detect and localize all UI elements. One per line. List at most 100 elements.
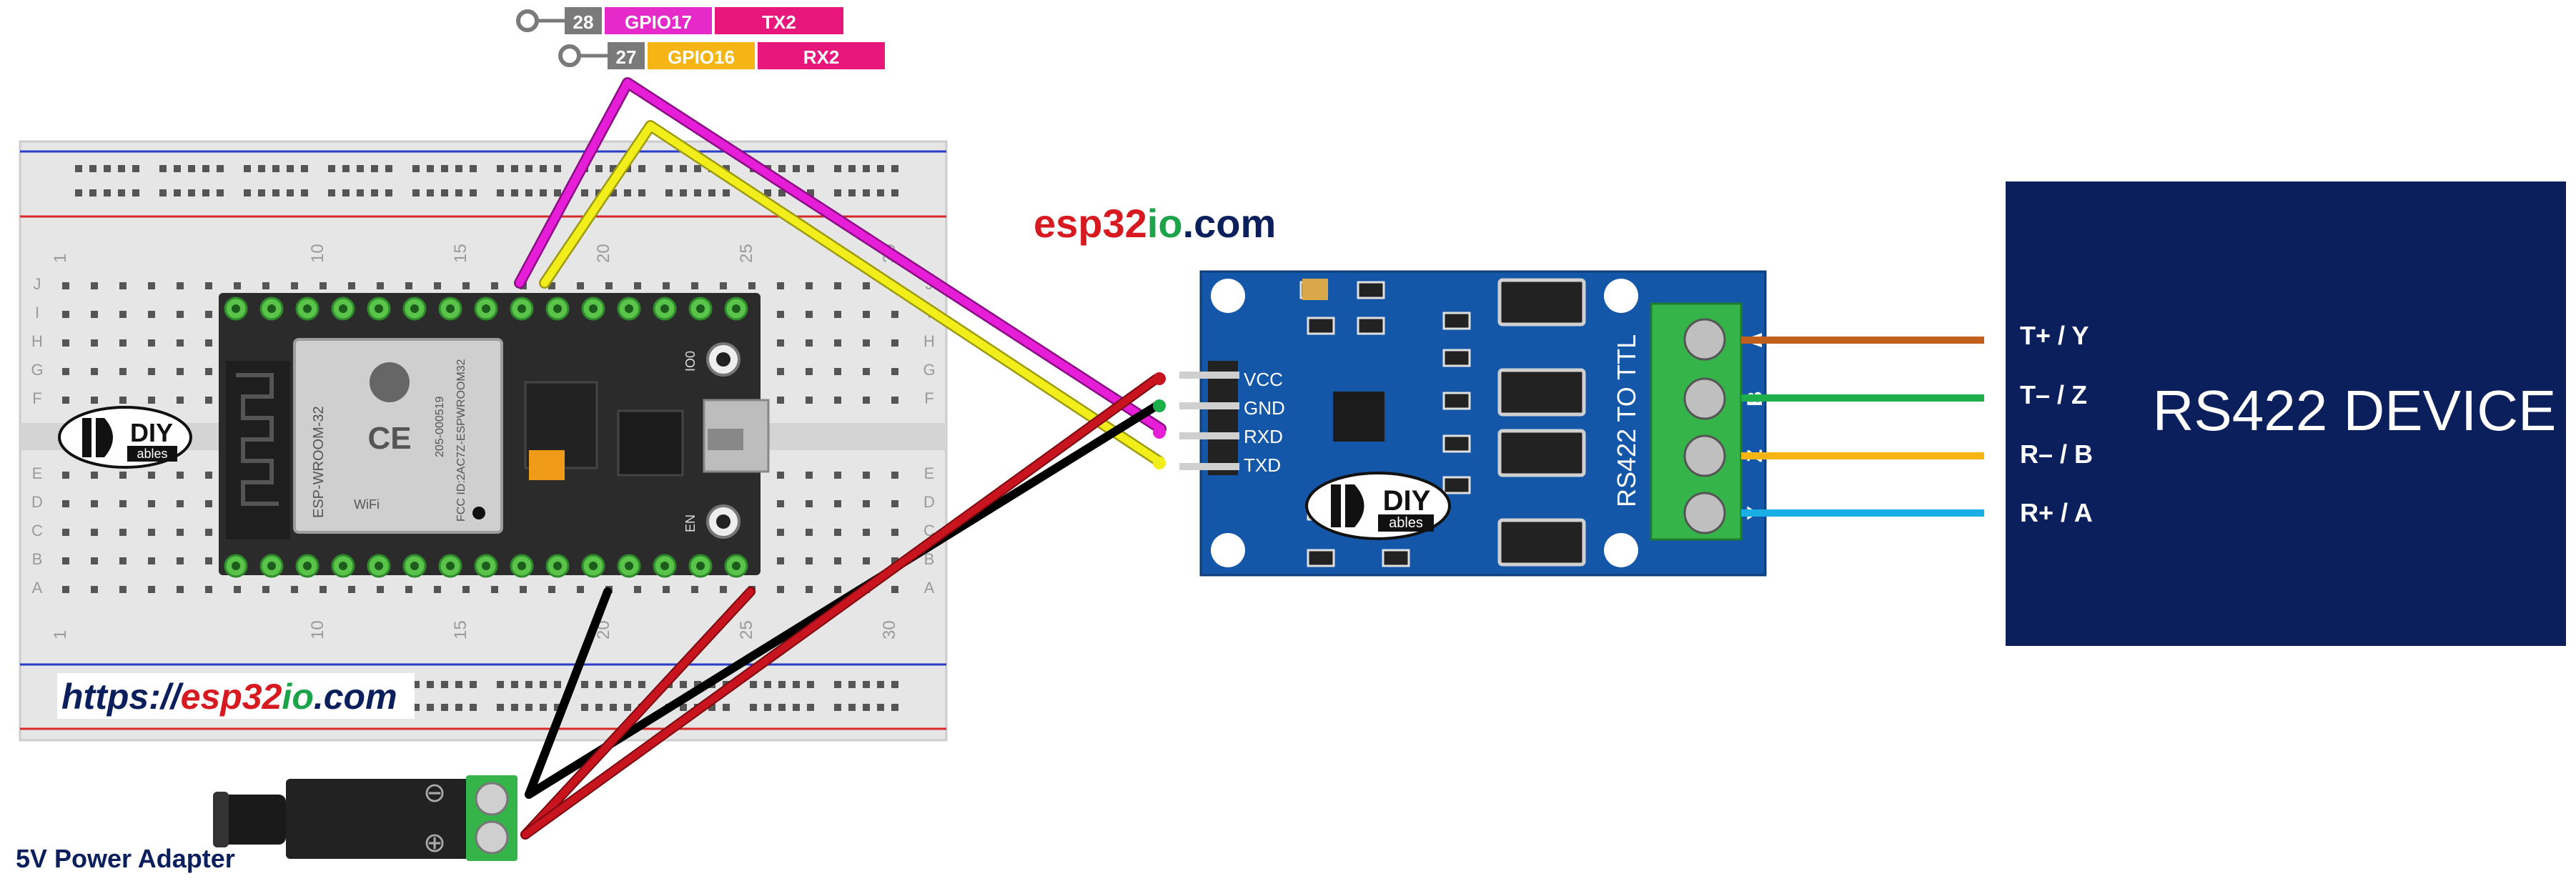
pin-number: 28	[573, 11, 594, 33]
breadboard-hole	[119, 557, 127, 564]
breadboard-hole	[834, 586, 841, 593]
breadboard-hole	[848, 189, 856, 196]
breadboard-hole	[441, 681, 448, 688]
pin-label-gpio16: 27 GPIO16 RX2	[558, 42, 885, 69]
breadboard-hole	[777, 397, 784, 404]
ce-mark: CE	[367, 421, 411, 456]
breadboard-hole	[610, 681, 617, 688]
breadboard-hole	[777, 557, 784, 564]
esp32-pin-hole	[339, 562, 347, 570]
breadboard-hole	[89, 189, 96, 196]
breadboard-hole	[91, 339, 98, 347]
breadboard-hole	[62, 397, 69, 404]
breadboard-hole	[148, 586, 155, 593]
esp32-pin-hole	[410, 304, 419, 313]
breadboard-hole	[806, 397, 813, 404]
wire-y	[1741, 509, 1984, 517]
breadboard-hole	[891, 557, 898, 564]
breadboard-hole	[848, 165, 856, 172]
breadboard-hole	[427, 189, 434, 196]
breadboard-hole	[638, 165, 645, 172]
breadboard-hole	[778, 165, 786, 172]
breadboard-hole	[441, 704, 448, 711]
breadboard-hole	[405, 586, 412, 593]
diyables-logo: DIY ables	[58, 406, 192, 469]
wire-b	[1741, 394, 1984, 402]
breadboard-hole	[624, 681, 631, 688]
breadboard-hole	[202, 189, 209, 196]
breadboard-hole	[863, 339, 870, 347]
esp32-pin-hole	[732, 562, 740, 570]
breadboard-hole	[328, 189, 335, 196]
breadboard-hole	[244, 165, 251, 172]
url-esp: esp32	[181, 677, 282, 717]
breadboard-hole	[91, 368, 98, 375]
breadboard-hole	[262, 586, 269, 593]
breadboard-hole	[427, 165, 434, 172]
breadboard-hole	[806, 311, 813, 318]
breadboard-hole	[62, 311, 69, 318]
breadboard-hole	[497, 681, 504, 688]
esp32-module-name: ESP-WROOM-32	[311, 406, 327, 518]
breadboard-hole	[132, 165, 139, 172]
row-letter: C	[31, 522, 43, 539]
breadboard-hole	[412, 165, 420, 172]
rs422-bus-wires	[1741, 337, 1984, 517]
breadboard-hole	[863, 681, 870, 688]
breadboard-hole	[777, 282, 784, 289]
breadboard-hole	[665, 189, 673, 196]
breadboard-hole	[455, 704, 462, 711]
breadboard-hole	[104, 165, 111, 172]
breadboard-hole	[610, 189, 617, 196]
col-number: 15	[451, 620, 470, 639]
esp32-pin-hole	[375, 304, 383, 313]
breadboard-hole	[412, 704, 420, 711]
breadboard-hole	[217, 165, 224, 172]
module-pin-txd: TXD	[1244, 454, 1281, 476]
breadboard-hole	[470, 189, 477, 196]
breadboard-hole	[262, 282, 269, 289]
power-adapter-label: 5V Power Adapter	[16, 844, 235, 873]
brand-io: io	[1147, 201, 1183, 246]
esp32-pin-hole	[732, 304, 740, 313]
breadboard-hole	[891, 500, 898, 507]
breadboard-hole	[104, 189, 111, 196]
esp32-pin-hole	[267, 304, 276, 313]
breadboard-hole	[863, 311, 870, 318]
breadboard-hole	[511, 681, 518, 688]
breadboard-hole	[540, 165, 547, 172]
breadboard-hole	[806, 339, 813, 347]
breadboard-hole	[434, 586, 441, 593]
col-number: 10	[308, 620, 327, 639]
breadboard-hole	[834, 339, 841, 347]
breadboard-hole	[177, 586, 184, 593]
breadboard-hole	[91, 311, 98, 318]
breadboard-hole	[793, 165, 800, 172]
esp32-pin-hole	[410, 562, 419, 570]
breadboard-hole	[834, 557, 841, 564]
breadboard-hole	[497, 165, 504, 172]
breadboard-hole	[694, 681, 701, 688]
breadboard-hole	[91, 472, 98, 479]
breadboard-hole	[177, 339, 184, 347]
module-header-pins	[1153, 372, 1239, 470]
breadboard-hole	[834, 681, 841, 688]
col-number: 10	[308, 244, 327, 263]
gpio-name: GPIO16	[668, 46, 735, 68]
breadboard-hole	[581, 189, 588, 196]
breadboard-hole	[891, 529, 898, 536]
breadboard-hole	[863, 189, 870, 196]
device-title: RS422 DEVICE	[2153, 379, 2557, 442]
breadboard-hole	[385, 165, 392, 172]
breadboard-hole	[258, 189, 265, 196]
breadboard-hole	[342, 189, 350, 196]
pin-function: RX2	[803, 46, 840, 68]
breadboard-hole	[525, 189, 532, 196]
breadboard-hole	[634, 282, 641, 289]
breadboard-hole	[778, 704, 786, 711]
breadboard-hole	[863, 704, 870, 711]
breadboard-hole	[806, 472, 813, 479]
breadboard-hole	[877, 189, 884, 196]
power-adapter-jack: ⊖ ⊕	[213, 775, 517, 861]
breadboard-hole	[91, 557, 98, 564]
